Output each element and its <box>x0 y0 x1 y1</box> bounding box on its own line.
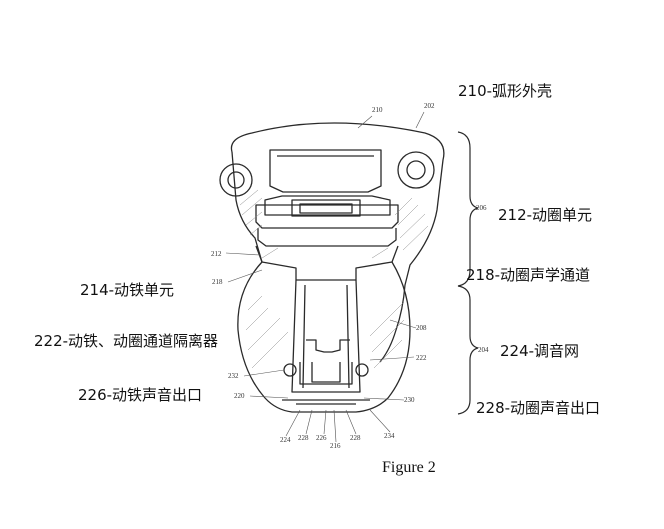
ref-212: 212 <box>211 250 222 258</box>
label-balanced-armature: 214-动铁单元 <box>80 281 175 299</box>
seal-right <box>355 363 369 377</box>
ref-202: 202 <box>424 102 435 110</box>
ref-228-right: 228 <box>350 434 361 442</box>
lug-hole <box>227 171 245 189</box>
label-dynamic-channel: 218-动圈声学通道 <box>466 266 591 284</box>
ref-232: 232 <box>228 372 239 380</box>
leader-lines <box>225 111 425 443</box>
ref-220: 220 <box>234 392 245 400</box>
label-ba-outlet: 226-动铁声音出口 <box>78 386 203 404</box>
ref-224: 224 <box>280 436 291 444</box>
driver-support <box>257 228 397 247</box>
driver-cap <box>269 149 382 193</box>
lug-ring <box>219 163 253 197</box>
right-lug-hole <box>406 160 426 180</box>
ear-tip-outline <box>237 261 411 413</box>
ref-228-left: 228 <box>298 434 309 442</box>
ref-222: 222 <box>416 354 427 362</box>
hatching <box>239 189 429 369</box>
ref-226: 226 <box>316 434 327 442</box>
dynamic-driver-magnet <box>291 199 361 217</box>
ref-204: 204 <box>478 346 489 354</box>
arc-shell-outline <box>230 122 445 363</box>
label-dynamic-driver: 212-动圈单元 <box>498 206 593 224</box>
ref-218: 218 <box>212 278 223 286</box>
label-tuning-mesh: 224-调音网 <box>500 342 580 360</box>
isolator-channel <box>306 339 350 353</box>
seal-left <box>283 363 297 377</box>
ref-210: 210 <box>372 106 383 114</box>
right-brace <box>457 131 479 415</box>
dynamic-driver-frame <box>264 195 391 216</box>
isolator-mid <box>311 362 341 383</box>
nozzle-inner-wall <box>302 284 350 389</box>
reference-numbers: 210 202 206 212 218 208 204 222 232 220 … <box>211 102 489 450</box>
dynamic-driver-core <box>299 203 353 214</box>
label-dynamic-outlet: 228-动圈声音出口 <box>476 399 601 417</box>
isolator-lower <box>299 362 353 385</box>
ref-230: 230 <box>404 396 415 404</box>
ref-206: 206 <box>476 204 487 212</box>
figure-caption: Figure 2 <box>382 459 436 476</box>
ref-234: 234 <box>384 432 395 440</box>
ref-208: 208 <box>416 324 427 332</box>
label-channel-isolator: 222-动铁、动圈通道隔离器 <box>34 332 219 350</box>
nozzle-tube <box>291 279 361 393</box>
right-lug-ring <box>397 151 435 189</box>
ref-216: 216 <box>330 442 341 450</box>
earphone-cross-section <box>219 122 445 413</box>
arc-shell-left <box>231 151 263 263</box>
dynamic-driver-body <box>255 204 399 229</box>
label-arc-shell: 210-弧形外壳 <box>458 82 553 100</box>
mid-body <box>255 245 399 281</box>
